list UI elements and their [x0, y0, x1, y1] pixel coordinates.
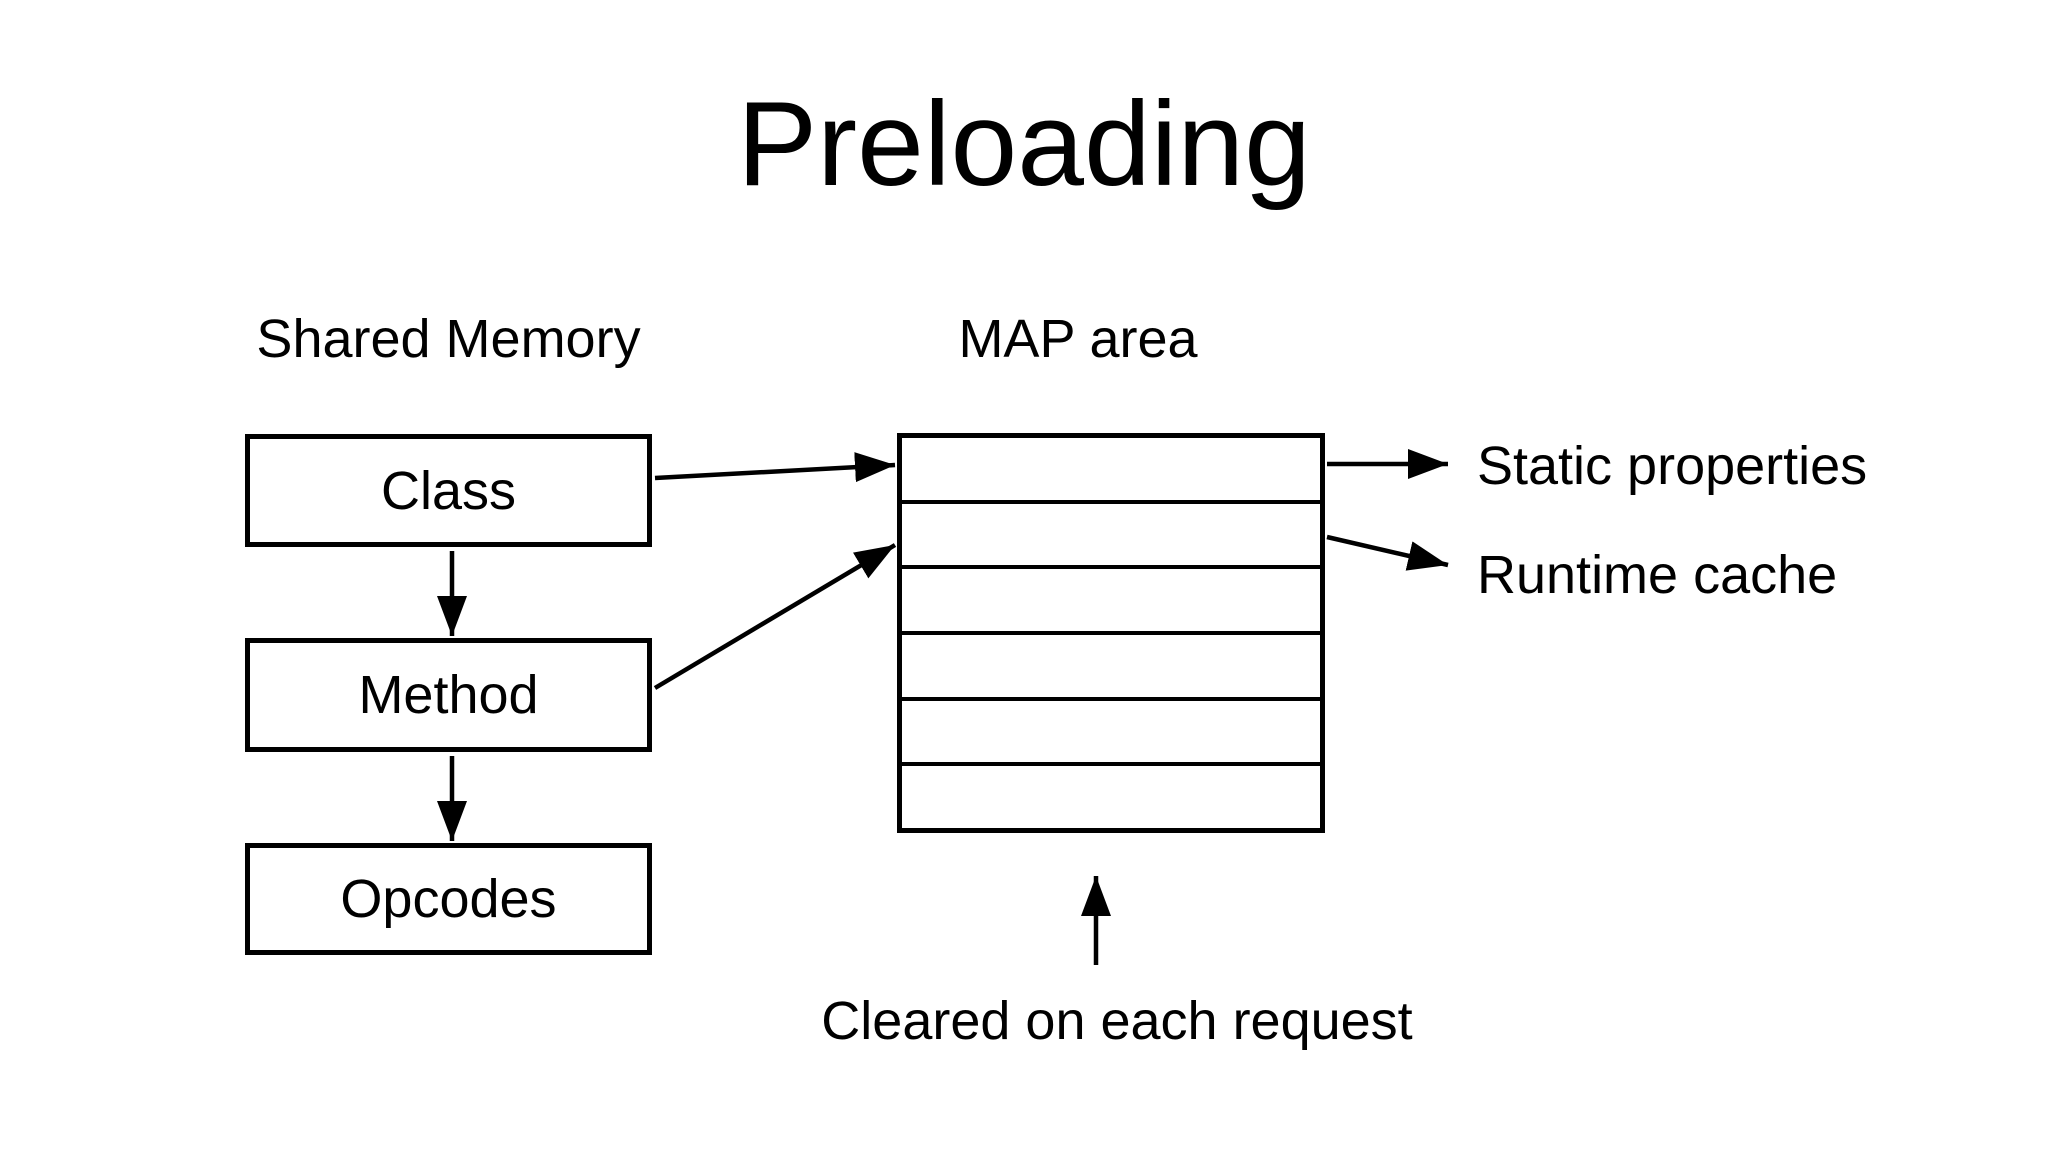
- map-row: [902, 696, 1320, 763]
- map-row: [902, 631, 1320, 697]
- map-area-heading: MAP area: [958, 309, 1198, 369]
- map-row: [902, 762, 1320, 828]
- arrow-class-to-map: [654, 452, 896, 483]
- opcodes-box: Opcodes: [245, 843, 652, 955]
- static-properties-label: Static properties: [1477, 436, 1868, 496]
- arrow-method-to-map: [653, 543, 897, 690]
- map-row: [902, 499, 1320, 566]
- map-row: [902, 438, 1320, 500]
- map-area-table: [897, 433, 1325, 833]
- slide-title: Preloading: [737, 77, 1311, 211]
- shared-memory-heading: Shared Memory: [256, 309, 641, 369]
- map-row: [902, 565, 1320, 631]
- arrow-map-to-runtime-cache: [1326, 534, 1449, 571]
- method-box: Method: [245, 638, 652, 752]
- class-box: Class: [245, 434, 652, 547]
- method-box-label: Method: [358, 665, 539, 725]
- class-box-label: Class: [380, 460, 517, 521]
- opcodes-box-label: Opcodes: [340, 869, 557, 929]
- runtime-cache-label: Runtime cache: [1477, 545, 1838, 605]
- cleared-note: Cleared on each request: [821, 991, 1413, 1051]
